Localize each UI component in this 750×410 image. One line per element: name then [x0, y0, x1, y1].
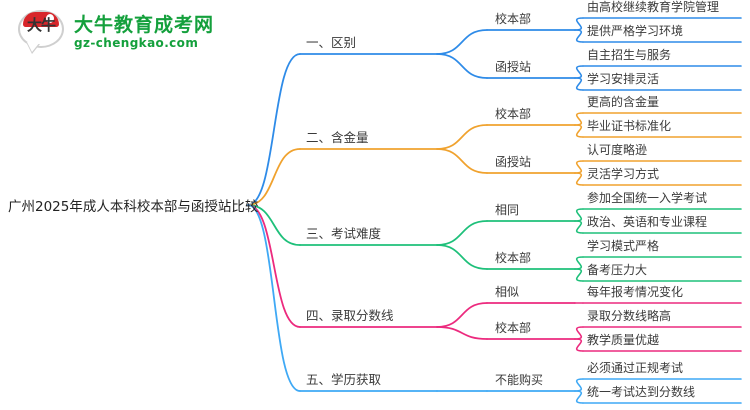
logo-domain: gz-chengkao.com — [74, 35, 199, 50]
leaf-3-2-1[interactable]: 学习模式严格 — [587, 239, 660, 253]
leaf-3-1-1[interactable]: 参加全国统一入学考试 — [587, 191, 708, 205]
branch-label-1[interactable]: 一、区别 — [306, 35, 357, 50]
site-logo[interactable]: 大牛 大牛教育成考网 gz-chengkao.com — [18, 10, 214, 54]
branch-label-5[interactable]: 五、学历获取 — [306, 372, 382, 387]
branch-label-4[interactable]: 四、录取分数线 — [306, 308, 394, 323]
leaf-2-1-1[interactable]: 更高的含金量 — [587, 95, 660, 109]
subbranch-label-2-1[interactable]: 校本部 — [495, 107, 532, 121]
branch-label-2[interactable]: 二、含金量 — [306, 130, 369, 145]
subbranch-label-1-2[interactable]: 函授站 — [495, 60, 532, 74]
leaf-1-2-1[interactable]: 自主招生与服务 — [587, 48, 672, 62]
logo-red-cap-icon — [23, 12, 59, 27]
branch-label-3[interactable]: 三、考试难度 — [306, 226, 382, 241]
leaf-4-2-2[interactable]: 教学质量优越 — [587, 333, 660, 347]
leaf-5-1-2[interactable]: 统一考试达到分数线 — [587, 385, 696, 399]
mindmap-root-node[interactable]: 广州2025年成人本科校本部与函授站比较 — [8, 199, 259, 215]
logo-wordmark: 大牛教育成考网 gz-chengkao.com — [74, 14, 214, 51]
speech-bubble-tail-icon — [27, 42, 40, 52]
leaf-3-1-2[interactable]: 政治、英语和专业课程 — [587, 215, 708, 229]
subbranch-label-3-2[interactable]: 校本部 — [495, 251, 532, 265]
leaf-5-1-1[interactable]: 必须通过正规考试 — [587, 361, 684, 375]
leaf-2-2-2[interactable]: 灵活学习方式 — [587, 167, 660, 181]
logo-site-name: 大牛教育成考网 — [74, 13, 215, 36]
logo-mark-icon: 大牛 — [18, 10, 66, 54]
leaf-1-2-2[interactable]: 学习安排灵活 — [587, 72, 660, 86]
subbranch-label-4-2[interactable]: 校本部 — [495, 321, 532, 335]
leaf-3-2-2[interactable]: 备考压力大 — [587, 263, 648, 277]
leaf-2-2-1[interactable]: 认可度略逊 — [587, 143, 648, 157]
subbranch-label-1-1[interactable]: 校本部 — [495, 12, 532, 26]
leaf-4-2-1[interactable]: 录取分数线略高 — [587, 309, 672, 323]
subbranch-label-4-1[interactable]: 相似 — [495, 285, 520, 299]
subbranch-label-5-1[interactable]: 不能购买 — [495, 373, 544, 387]
leaf-1-1-1[interactable]: 由高校继续教育学院管理 — [587, 0, 720, 14]
leaf-1-1-2[interactable]: 提供严格学习环境 — [587, 24, 684, 38]
leaf-2-1-2[interactable]: 毕业证书标准化 — [587, 119, 672, 133]
subbranch-label-2-2[interactable]: 函授站 — [495, 155, 532, 169]
leaf-4-1-1[interactable]: 每年报考情况变化 — [587, 285, 684, 299]
subbranch-label-3-1[interactable]: 相同 — [495, 203, 520, 217]
logo-mark-text: 大牛 — [26, 16, 56, 34]
